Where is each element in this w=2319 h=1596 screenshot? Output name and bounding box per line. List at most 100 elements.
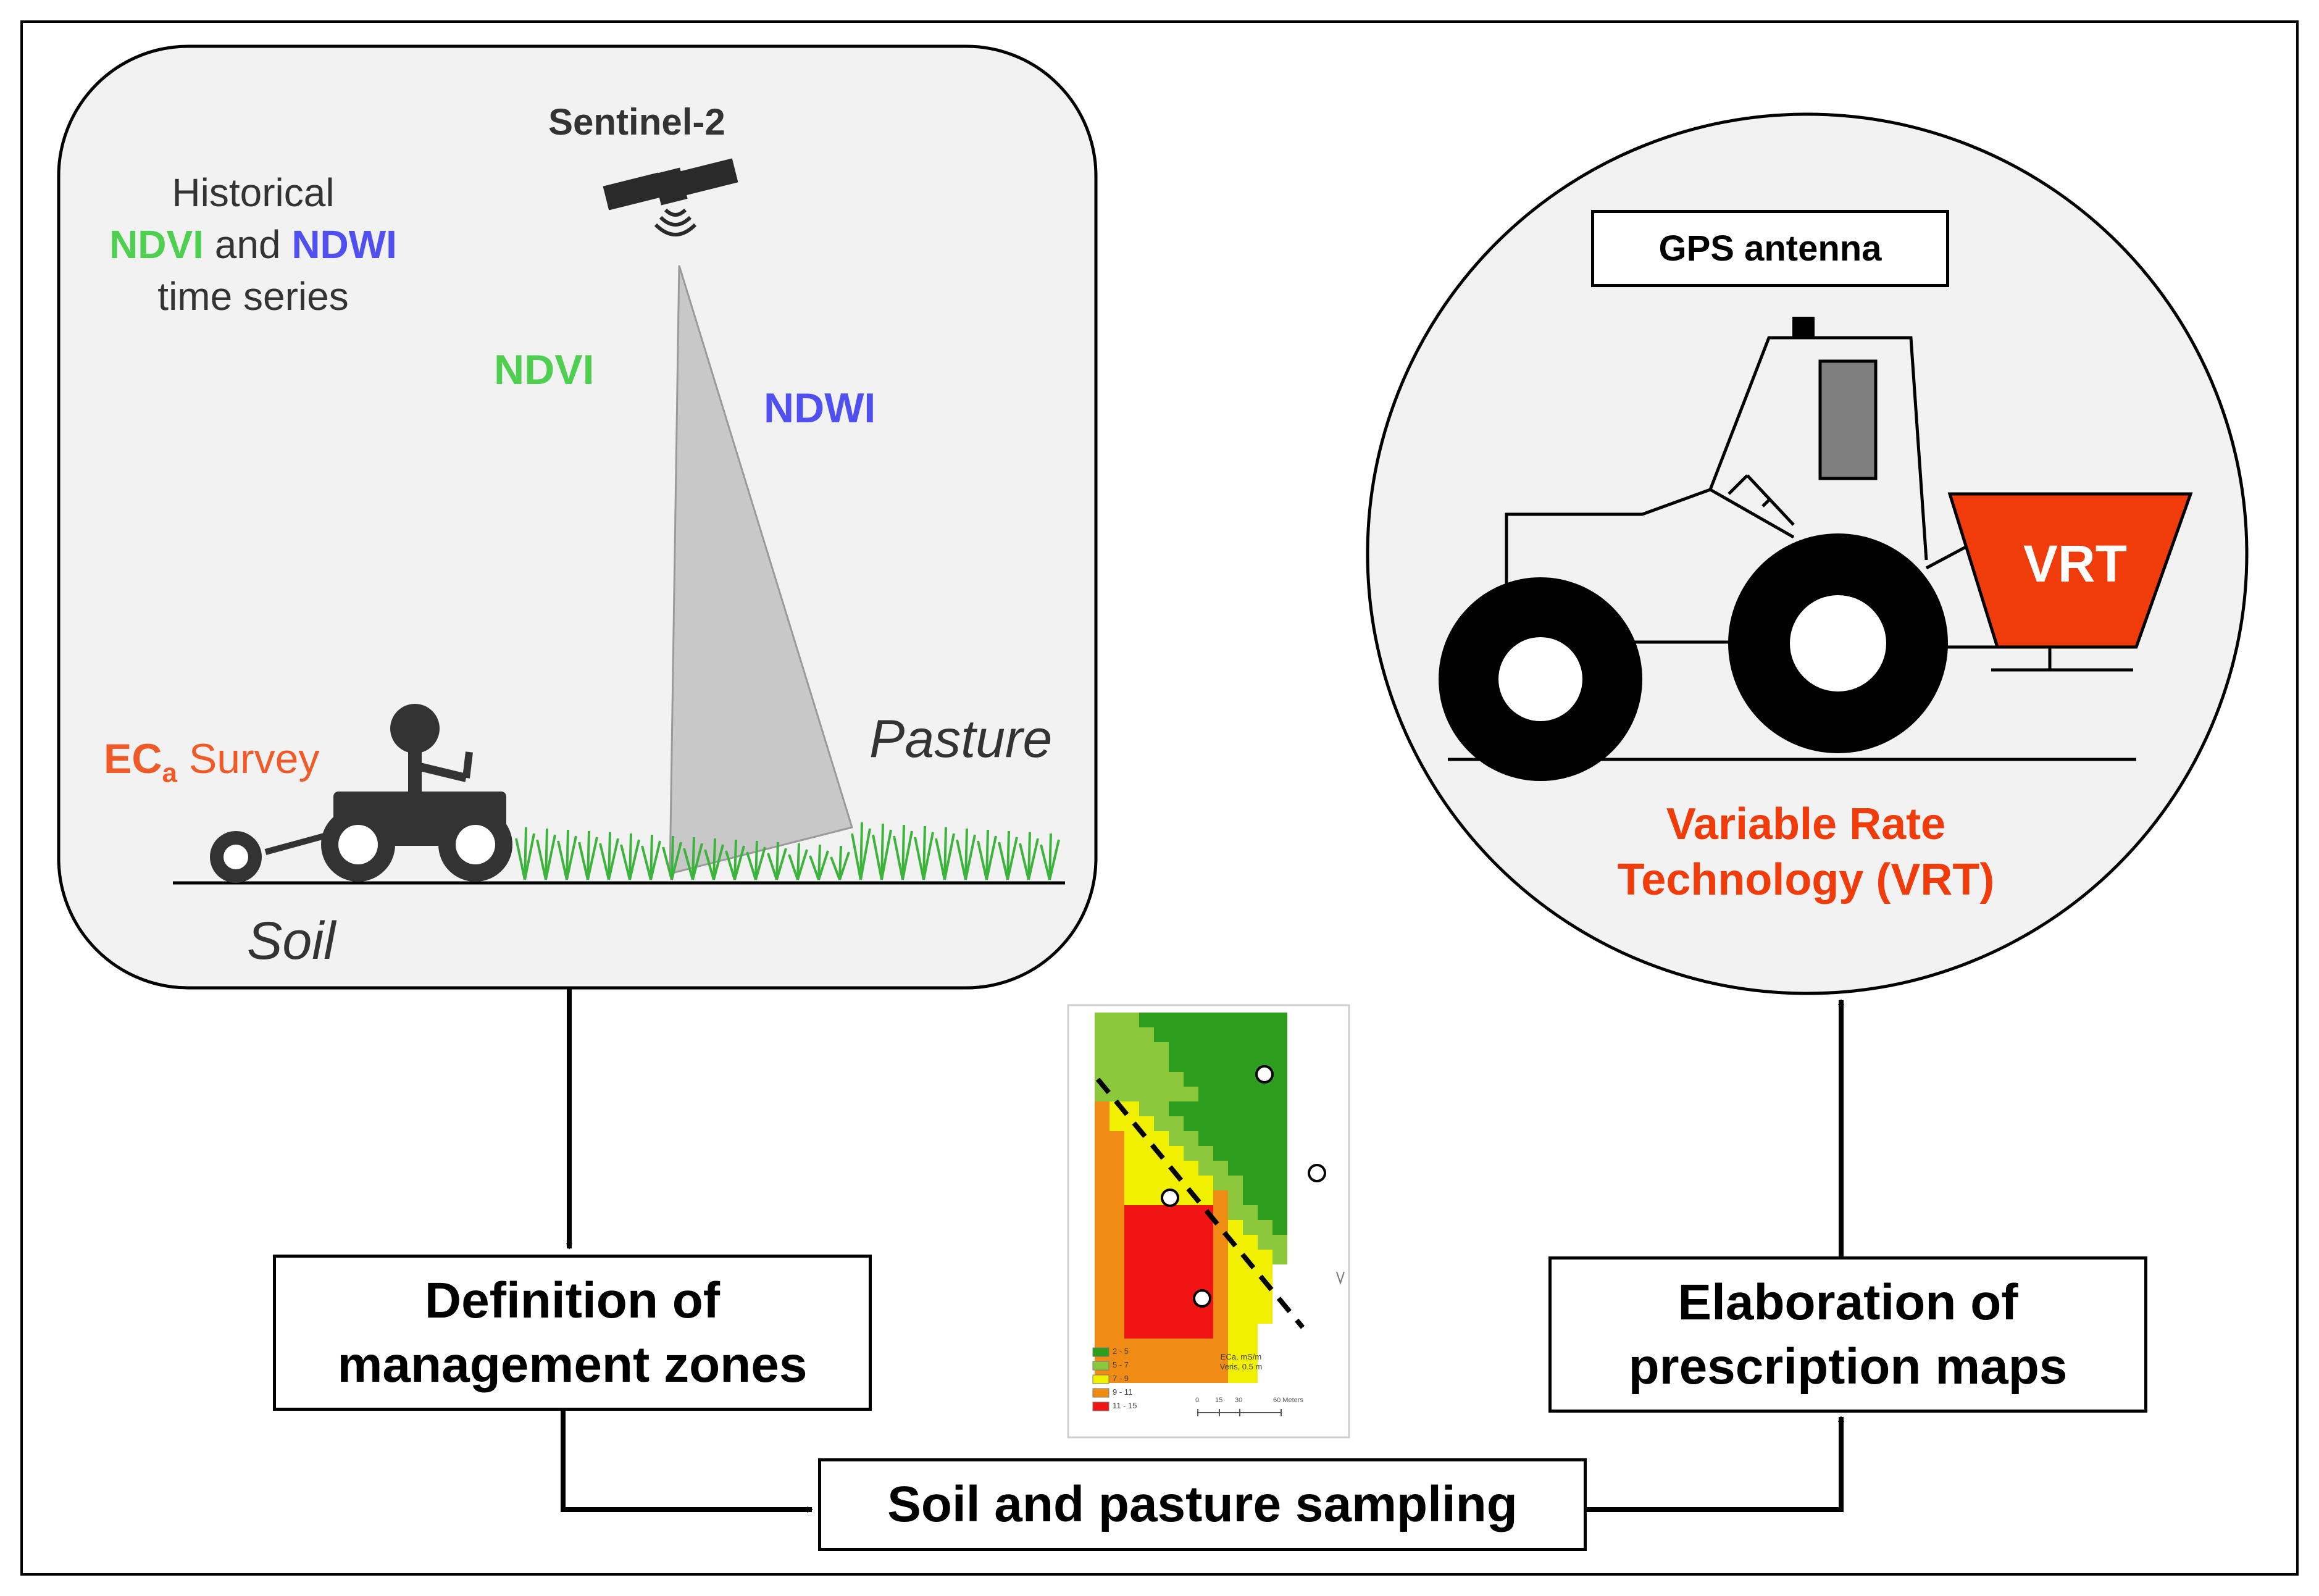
eca-cell — [1213, 1190, 1228, 1205]
eca-cell — [1095, 1101, 1109, 1116]
eca-cell — [1154, 1368, 1169, 1383]
eca-cell — [1109, 1220, 1124, 1235]
eca-cell — [1258, 1161, 1272, 1176]
eca-cell — [1184, 1235, 1198, 1250]
eca-cell — [1272, 1057, 1287, 1072]
eca-cell — [1213, 1264, 1228, 1279]
eca-cell — [1169, 1220, 1184, 1235]
eca-cell — [1184, 1042, 1198, 1057]
elaboration-line1: Elaboration of — [1678, 1274, 2018, 1331]
eca-cell — [1243, 1309, 1258, 1324]
grass-tuft — [914, 825, 934, 880]
eca-map-scale-bar — [1197, 1409, 1282, 1416]
eca-cell — [1184, 1250, 1198, 1264]
eca-cell — [1139, 1309, 1154, 1324]
eca-cell — [1258, 1042, 1272, 1057]
legend-entry: 2 - 5 — [1113, 1347, 1129, 1356]
grass-tuft — [977, 829, 997, 880]
eca-cell — [1095, 1309, 1109, 1324]
eca-cell — [1213, 1101, 1228, 1116]
eca-cell — [1124, 1161, 1139, 1176]
eca-cell — [1124, 1309, 1139, 1324]
eca-cell — [1228, 1027, 1243, 1042]
eca-cell — [1184, 1353, 1198, 1368]
eca-cell — [1198, 1339, 1213, 1353]
grass-tuft — [599, 832, 619, 880]
eca-map-legend — [1092, 1347, 1109, 1411]
eca-cell — [1243, 1146, 1258, 1161]
eca-cell — [1272, 1250, 1287, 1264]
eca-cell — [1184, 1131, 1198, 1146]
eca-cell — [1124, 1220, 1139, 1235]
eca-cell — [1169, 1057, 1184, 1072]
eca-cell — [1109, 1072, 1124, 1087]
eca-cell — [1139, 1027, 1154, 1042]
eca-cell — [1198, 1176, 1213, 1190]
eca-cell — [1124, 1324, 1139, 1339]
eca-cell — [1228, 1324, 1243, 1339]
eca-cell — [1169, 1324, 1184, 1339]
eca-cell — [1258, 1146, 1272, 1161]
eca-cell — [1243, 1324, 1258, 1339]
eca-cell — [1228, 1279, 1243, 1294]
grass-tuft — [578, 830, 598, 880]
legend-swatch — [1092, 1374, 1109, 1384]
eca-cell — [1169, 1279, 1184, 1294]
eca-cell — [1228, 1146, 1243, 1161]
eca-cell — [1243, 1116, 1258, 1131]
eca-cell — [1154, 1264, 1169, 1279]
eca-cell — [1272, 1220, 1287, 1235]
eca-cell — [1169, 1087, 1184, 1101]
eca-cell — [1139, 1264, 1154, 1279]
legend-entry: 11 - 15 — [1113, 1401, 1137, 1410]
eca-cell — [1258, 1294, 1272, 1309]
eca-subscript: a — [162, 758, 177, 788]
eca-cell — [1213, 1294, 1228, 1309]
soil-and-pasture-sampling-box: Soil and pasture sampling — [818, 1458, 1587, 1551]
eca-cell — [1243, 1279, 1258, 1294]
eca-cell — [1198, 1087, 1213, 1101]
eca-cell — [1109, 1027, 1124, 1042]
grass-tuft — [788, 843, 808, 880]
eca-cell — [1139, 1087, 1154, 1101]
eca-cell — [1154, 1324, 1169, 1339]
legend-entry: 7 - 9 — [1113, 1374, 1129, 1383]
eca-cell — [1124, 1027, 1139, 1042]
eca-cell — [1272, 1087, 1287, 1101]
eca-cell — [1139, 1176, 1154, 1190]
eca-cell — [1095, 1294, 1109, 1309]
eca-cell — [1213, 1250, 1228, 1264]
eca-cell — [1109, 1131, 1124, 1146]
grass-tuft — [515, 827, 535, 880]
eca-cell — [1228, 1116, 1243, 1131]
eca-cell — [1169, 1235, 1184, 1250]
eca-cell — [1169, 1309, 1184, 1324]
eca-cell — [1169, 1027, 1184, 1042]
eca-cell — [1109, 1279, 1124, 1294]
eca-cell — [1169, 1339, 1184, 1353]
eca-cell — [1272, 1176, 1287, 1190]
eca-cell — [1228, 1057, 1243, 1072]
eca-cell — [1184, 1205, 1198, 1220]
eca-cell — [1109, 1087, 1124, 1101]
eca-cell — [1198, 1101, 1213, 1116]
eca-cell — [1095, 1264, 1109, 1279]
eca-cell — [1184, 1057, 1198, 1072]
eca-cell — [1213, 1131, 1228, 1146]
eca-cell — [1154, 1087, 1169, 1101]
eca-cell — [1154, 1250, 1169, 1264]
eca-cell — [1124, 1072, 1139, 1087]
eca-cell — [1124, 1368, 1139, 1383]
eca-cell — [1243, 1235, 1258, 1250]
eca-cell — [1213, 1339, 1228, 1353]
eca-cell — [1095, 1176, 1109, 1190]
eca-cell — [1154, 1072, 1169, 1087]
eca-cell — [1154, 1205, 1169, 1220]
eca-cell — [1184, 1220, 1198, 1235]
grass-tuft — [935, 827, 955, 880]
arrow-sampling-to-elaboration — [1587, 1416, 1844, 1512]
eca-cell — [1095, 1205, 1109, 1220]
eca-cell — [1124, 1042, 1139, 1057]
eca-cell — [1272, 1116, 1287, 1131]
satellite-label: Sentinel-2 — [548, 101, 725, 143]
